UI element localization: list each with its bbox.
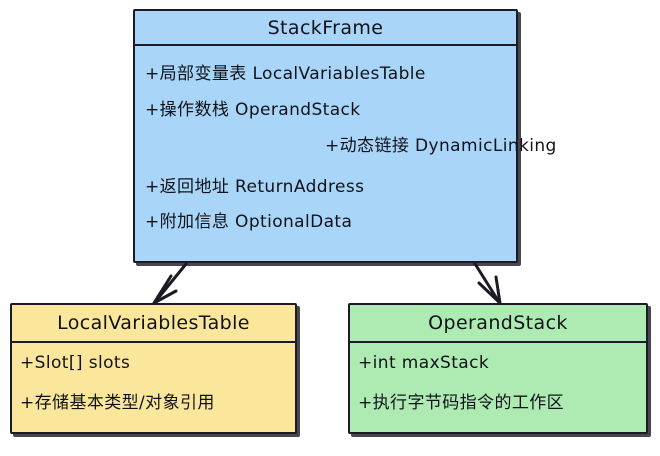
uml-member-slot-array-slots: +Slot[] slots	[20, 353, 131, 373]
uml-class-localvariablestable-body: +Slot[] slots +存储基本类型/对象引用	[12, 343, 295, 432]
uml-class-stackframe-body: +局部变量表 LocalVariablesTable +操作数栈 Operand…	[135, 46, 556, 261]
uml-member-optional-data: +附加信息 OptionalData	[145, 212, 353, 232]
uml-member-int-max-stack: +int maxStack	[358, 353, 490, 373]
uml-class-operandstack-body: +int maxStack +执行字节码指令的工作区	[350, 343, 646, 432]
uml-member-operand-stack: +操作数栈 OperandStack	[145, 100, 361, 120]
uml-member-store-primitive-or-reference: +存储基本类型/对象引用	[20, 393, 215, 413]
uml-class-stackframe[interactable]: StackFrame +局部变量表 LocalVariablesTable +操…	[133, 9, 556, 263]
uml-member-local-variables-table: +局部变量表 LocalVariablesTable	[145, 64, 426, 84]
uml-class-localvariablestable[interactable]: LocalVariablesTable +Slot[] slots +存储基本类…	[10, 303, 297, 434]
uml-class-stackframe-title: StackFrame	[267, 16, 384, 39]
uml-class-operandstack-title: OperandStack	[428, 312, 568, 334]
uml-class-localvariablestable-title: LocalVariablesTable	[57, 312, 250, 334]
uml-member-bytecode-workspace: +执行字节码指令的工作区	[358, 393, 565, 413]
uml-class-localvariablestable-header: LocalVariablesTable	[12, 305, 295, 343]
connector-stackframe-to-localvariablestable	[152, 262, 188, 305]
uml-class-stackframe-header: StackFrame	[135, 11, 516, 46]
uml-member-return-address: +返回地址 ReturnAddress	[145, 177, 365, 197]
uml-class-operandstack-header: OperandStack	[350, 305, 646, 343]
uml-member-dynamic-linking: +动态链接 DynamicLinking	[325, 136, 557, 156]
connector-stackframe-to-operandstack	[470, 257, 502, 305]
uml-class-operandstack[interactable]: OperandStack +int maxStack +执行字节码指令的工作区	[348, 303, 648, 434]
